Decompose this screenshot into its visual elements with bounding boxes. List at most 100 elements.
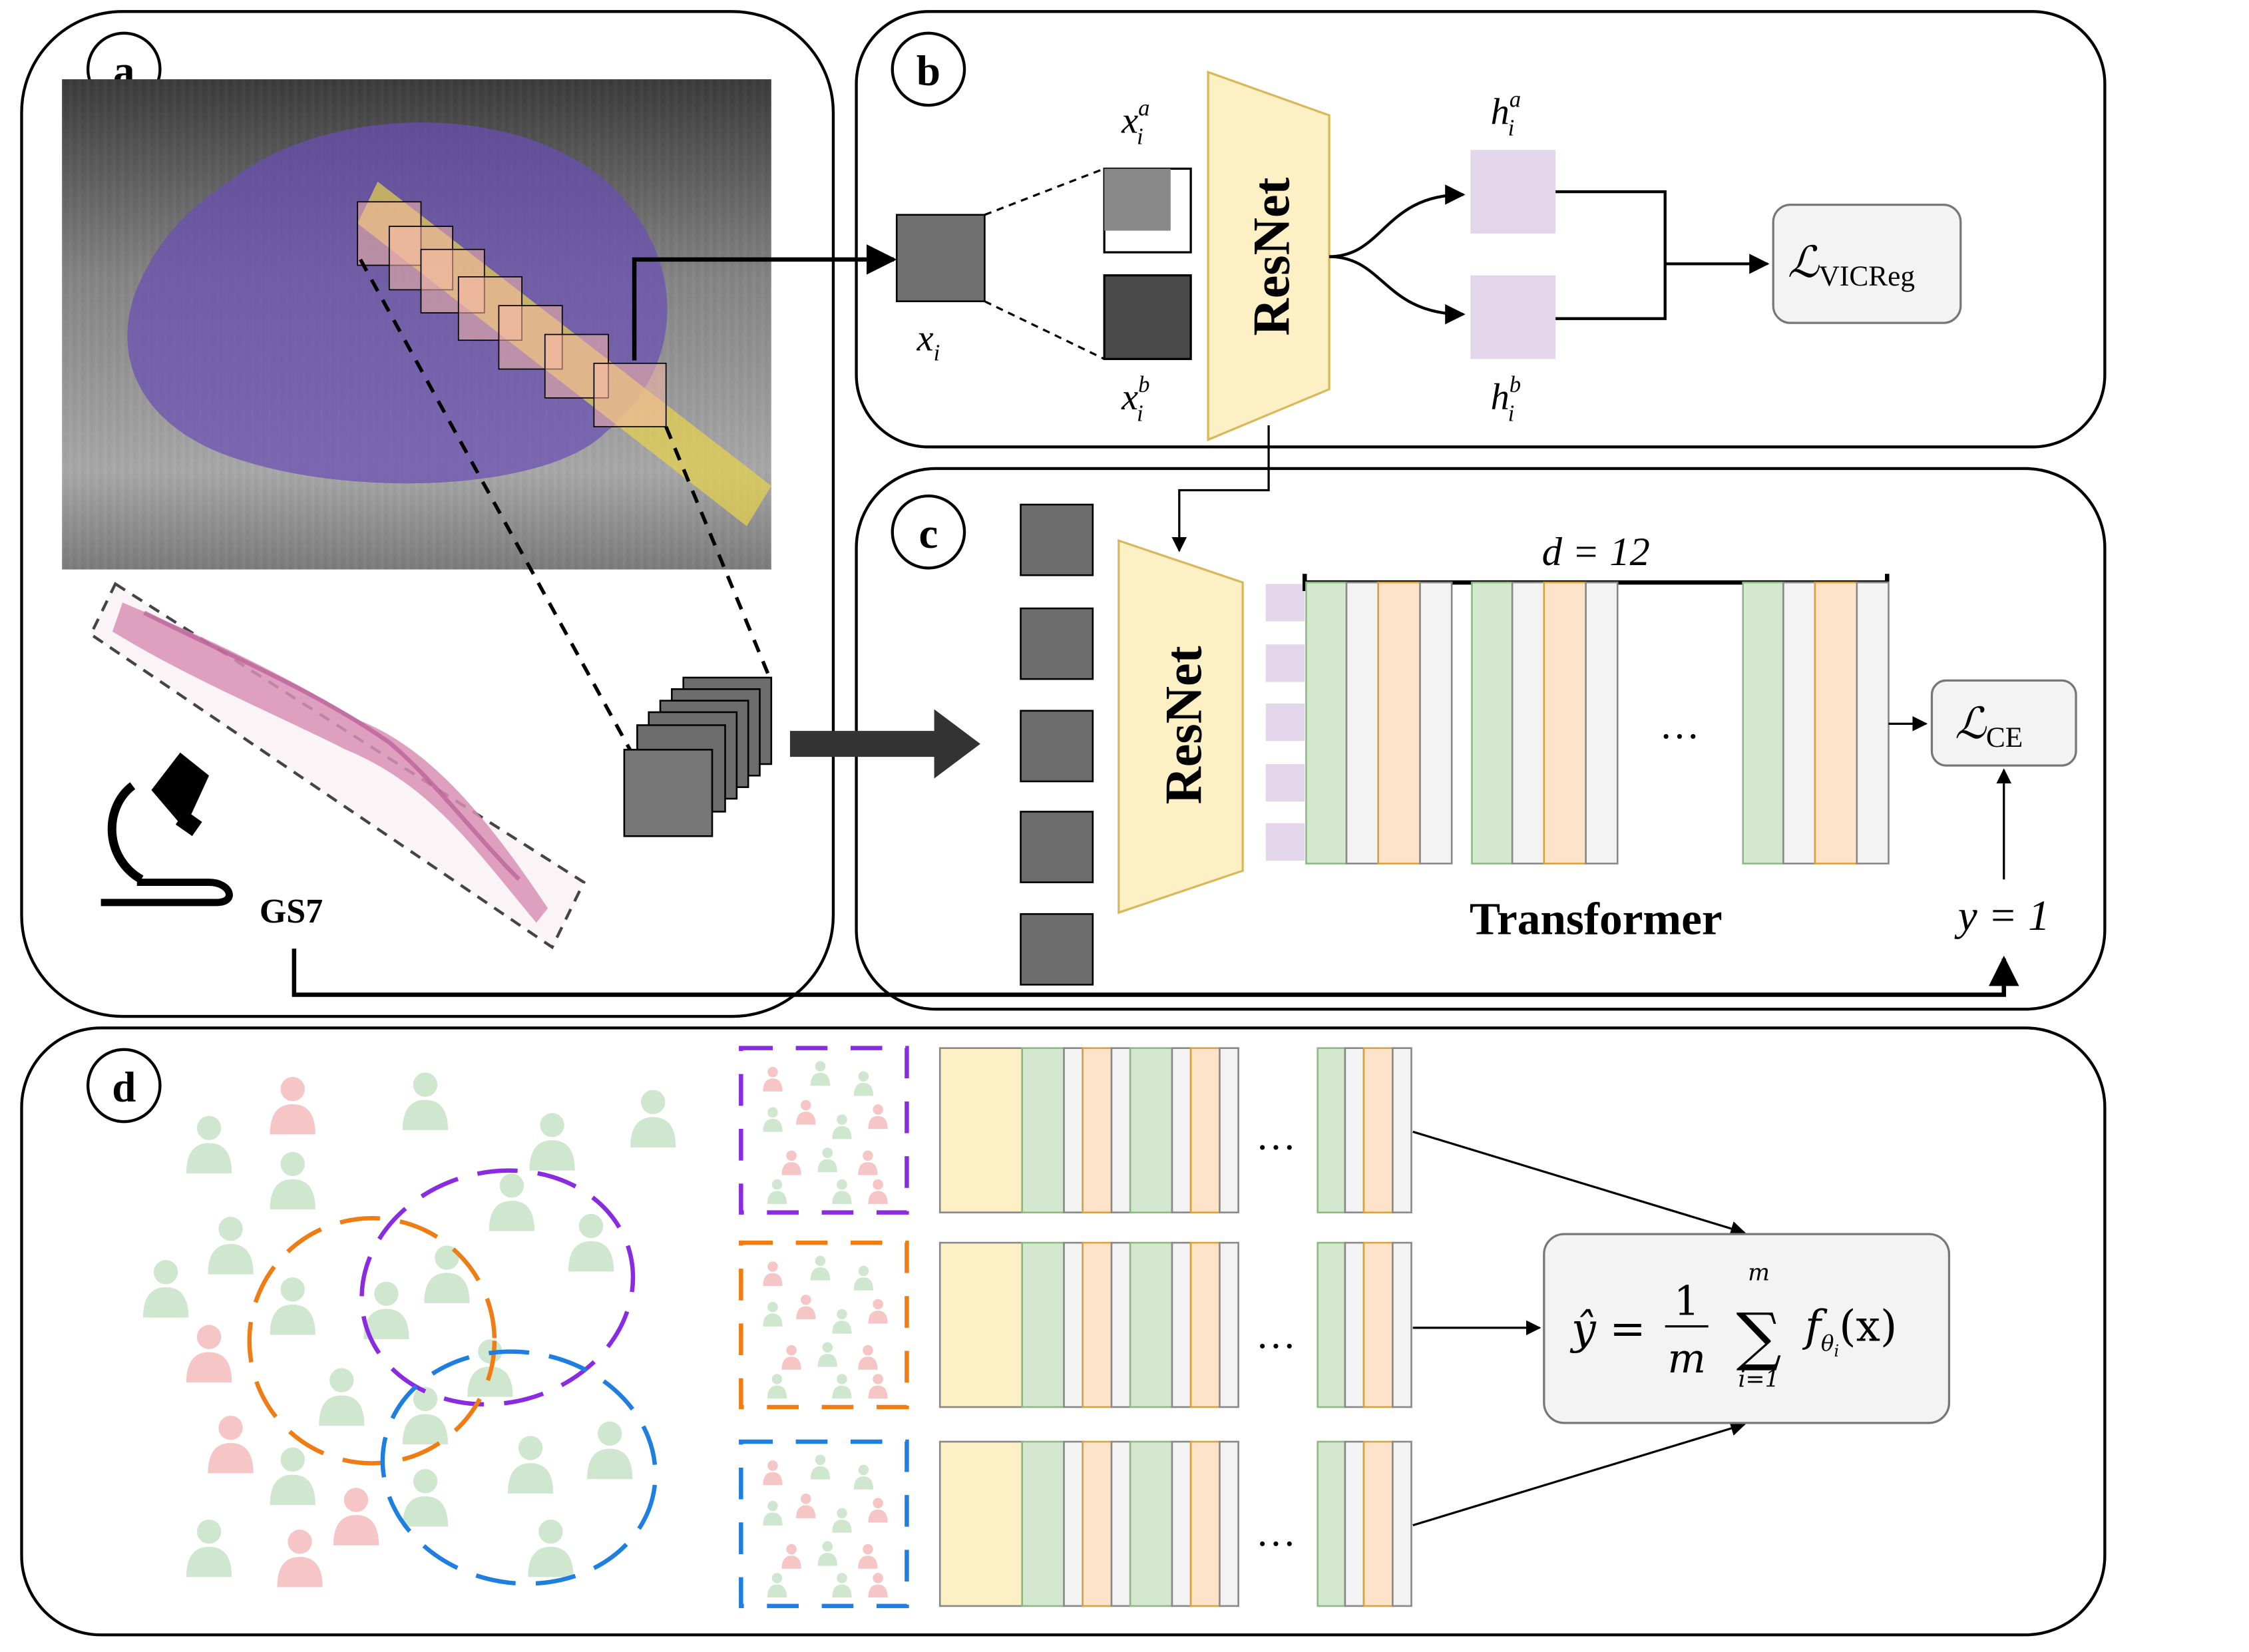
resnet-encoder-c xyxy=(1118,538,1244,915)
mini-patient-icon xyxy=(853,1071,874,1096)
projection-line-left xyxy=(359,258,632,751)
subset-orange xyxy=(739,1240,909,1410)
panel-b-letter: b xyxy=(917,47,940,95)
panel-a: a xyxy=(20,10,835,1018)
panel-b-frame xyxy=(855,10,2107,449)
patient-icon xyxy=(142,1260,189,1318)
input-patches-c xyxy=(1020,503,1094,986)
patient-icon xyxy=(528,1519,574,1577)
mini-patient-icon xyxy=(810,1255,831,1281)
patient-icon xyxy=(507,1436,554,1494)
mini-patient-icon xyxy=(832,1573,852,1598)
mini-patient-icon xyxy=(763,1107,783,1132)
mini-patient-icon xyxy=(767,1573,787,1598)
ensemble-ellipses: … … … xyxy=(1256,1114,1297,1555)
subset-thumbnails xyxy=(739,1046,909,1609)
mini-patient-icon xyxy=(868,1498,888,1523)
embedding-b xyxy=(1470,275,1556,359)
patient-icon xyxy=(186,1325,232,1382)
patch-arrow xyxy=(632,244,897,361)
mini-patient-icon xyxy=(781,1544,801,1569)
ensemble-box xyxy=(1543,1233,1951,1424)
grade-label: GS7 xyxy=(260,893,323,930)
panel-d-letter: d xyxy=(112,1064,136,1112)
patient-icon xyxy=(402,1469,449,1527)
subset-ellipses xyxy=(247,1168,658,1586)
ce-loss-box xyxy=(1930,679,2077,767)
panel-a-frame xyxy=(20,10,835,1018)
patient-icon xyxy=(333,1488,379,1546)
patient-icon xyxy=(363,1281,409,1339)
patient-icon xyxy=(587,1421,633,1480)
patient-icon xyxy=(186,1519,232,1577)
transformer-block-last xyxy=(1742,581,1890,865)
panel-c-letter: c xyxy=(919,510,938,558)
patient-icon xyxy=(270,1151,315,1210)
svg-text:m: m xyxy=(1748,1259,1770,1286)
mini-patient-icon xyxy=(763,1301,783,1327)
mini-patient-icon xyxy=(868,1299,888,1324)
mini-patient-icon xyxy=(832,1179,852,1204)
svg-text:i=1: i=1 xyxy=(1738,1366,1779,1393)
mini-patient-icon xyxy=(763,1460,783,1486)
patient-icon xyxy=(424,1245,470,1303)
ensemble-model-2 xyxy=(938,1241,1412,1408)
patient-icon xyxy=(208,1416,254,1474)
patient-icon xyxy=(270,1077,315,1135)
panel-d: d … … … ŷ = 1 m m ∑ i=1 fθi(x) xyxy=(20,1026,2107,1637)
svg-text:∑: ∑ xyxy=(1737,1300,1782,1373)
input-patch xyxy=(895,214,986,302)
mini-patient-icon xyxy=(868,1104,888,1130)
patient-icon xyxy=(277,1530,323,1587)
mini-patient-icon xyxy=(832,1114,852,1139)
vicreg-loss-label: ℒVICReg xyxy=(1788,239,1915,292)
model-2-ellipsis: … xyxy=(1256,1313,1297,1357)
patch-stack xyxy=(623,676,773,837)
mini-patient-icon xyxy=(767,1374,787,1399)
biopsy-core xyxy=(89,582,586,950)
transformer-block-2 xyxy=(1471,581,1619,865)
ensemble-formula: ŷ = 1 m m ∑ i=1 fθi(x) xyxy=(1569,1259,1897,1392)
mini-patient-icon xyxy=(796,1100,816,1125)
vicreg-loss-box xyxy=(1772,203,1962,324)
mini-patient-icon xyxy=(767,1179,787,1204)
panel-c: c ResNet d = 12 … Transformer ℒCE xyxy=(789,467,2107,1011)
subset-blue xyxy=(739,1439,909,1609)
mini-patient-icon xyxy=(868,1573,888,1598)
mini-patient-icon xyxy=(858,1544,878,1569)
ensemble-models xyxy=(938,1047,1412,1607)
patient-icon xyxy=(529,1113,575,1171)
mini-patient-icon xyxy=(810,1454,831,1480)
patient-icon xyxy=(208,1217,254,1275)
ensemble-model-3 xyxy=(938,1440,1412,1607)
mini-patient-icon xyxy=(853,1265,874,1291)
patient-icon xyxy=(489,1173,535,1231)
patient-icon xyxy=(568,1213,614,1272)
mini-patient-icon xyxy=(832,1374,852,1399)
model-3-ellipsis: … xyxy=(1256,1510,1297,1555)
svg-text:m: m xyxy=(1667,1336,1706,1382)
mini-patient-icon xyxy=(810,1061,831,1086)
target-label: y = 1 xyxy=(1954,892,2050,940)
mini-patient-icon xyxy=(832,1508,852,1533)
model-1-ellipsis: … xyxy=(1256,1114,1297,1158)
mini-patient-icon xyxy=(796,1295,816,1320)
panel-b-badge xyxy=(891,31,966,107)
mini-patient-icon xyxy=(868,1374,888,1399)
label-arrow xyxy=(292,948,2019,997)
stack-arrow xyxy=(789,709,980,779)
mini-patient-icon xyxy=(832,1309,852,1334)
mini-patient-icon xyxy=(817,1342,837,1367)
microscope-icon xyxy=(101,752,233,907)
augmented-view-b xyxy=(1103,274,1192,360)
patient-icon xyxy=(270,1277,315,1335)
mini-patient-icon xyxy=(781,1344,801,1370)
patient-icon xyxy=(402,1072,449,1130)
subset-purple xyxy=(739,1046,909,1215)
